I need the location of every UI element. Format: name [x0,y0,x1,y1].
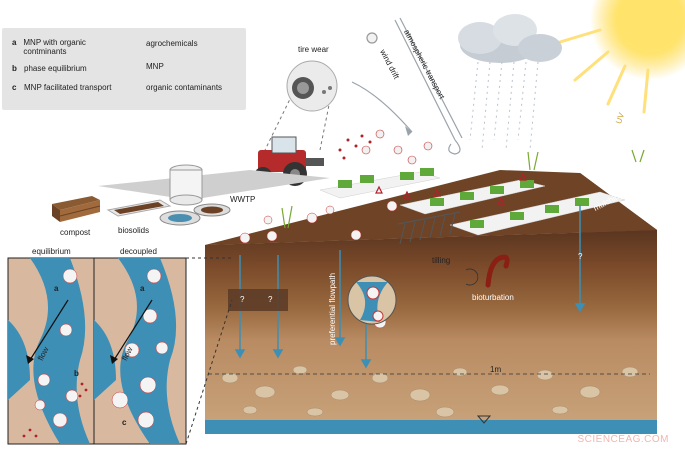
pore-zoom [347,275,397,325]
atmospheric-transport-arrow [366,17,463,155]
mnp-particles-air [361,129,433,165]
label-compost: compost [60,228,91,237]
legend-text-b: phase equilibrium [24,64,87,73]
inset-title-equilibrium: equilibrium [32,247,71,256]
legend-text-mnp: MNP [146,62,164,71]
compost-bin [52,196,101,222]
watermark: SCIENCEAG.COM [577,434,669,445]
bioturbation-arrow [465,268,479,286]
inset-label-a-left: a [54,284,59,293]
biosolids-tray [106,199,172,217]
legend-text-agrochemicals: agrochemicals [146,39,198,48]
tire-wear-zoom [264,60,338,151]
legend-key-b: b [12,64,17,73]
legend-item-b: b phase equilibrium [12,64,87,73]
label-preferential-flowpath: preferential flowpath [328,272,337,345]
label-question-2: ? [268,295,273,304]
inset-label-a-right: a [140,284,145,293]
legend-box: a MNP with organic contminants b phase e… [2,28,246,110]
wind-drift-arrowhead [405,126,412,136]
stones [221,365,639,418]
crop-plants [338,168,589,228]
unknown-box [228,289,288,311]
grass-tufts [281,149,645,229]
legend-text-a: MNP with organic contminants [23,38,86,56]
inset-label-c: c [122,418,127,427]
label-tilling: tilling [432,256,451,265]
mnp-particles-soil [239,200,398,329]
label-question-3: ? [578,252,583,261]
tilling-tool [397,211,461,245]
cloud [458,14,562,151]
inset-panels [7,257,233,445]
legend-item-a: a MNP with organic contminants [12,38,122,56]
legend-text-organic: organic contaminants [146,83,223,92]
groundwater-layer [205,420,657,434]
earthworm [485,254,510,288]
wind-drift-arrow [351,81,413,133]
sun [558,0,685,114]
label-depth: 1m [490,365,502,374]
label-wwtp: WWTP [230,195,256,204]
inset-title-decoupled: decoupled [120,247,157,256]
legend-key-a: a [12,38,17,47]
legend-text-c: MNP facilitated transport [24,83,112,92]
spray-particles [338,134,372,160]
label-biosolids: biosolids [118,226,150,235]
soil-block-front [205,230,657,430]
legend-key-c: c [12,83,17,92]
flow-arrows [234,205,586,369]
label-bioturbation: bioturbation [472,293,514,302]
label-question-1: ? [240,295,245,304]
agrochemical-markers [375,172,527,205]
label-tire-wear: tire wear [298,45,329,54]
wwtp-plant [159,164,231,226]
legend-item-c: c MNP facilitated transport [12,83,111,92]
water-table-marker [476,415,492,424]
road [98,170,330,200]
inset-label-b: b [74,369,79,378]
